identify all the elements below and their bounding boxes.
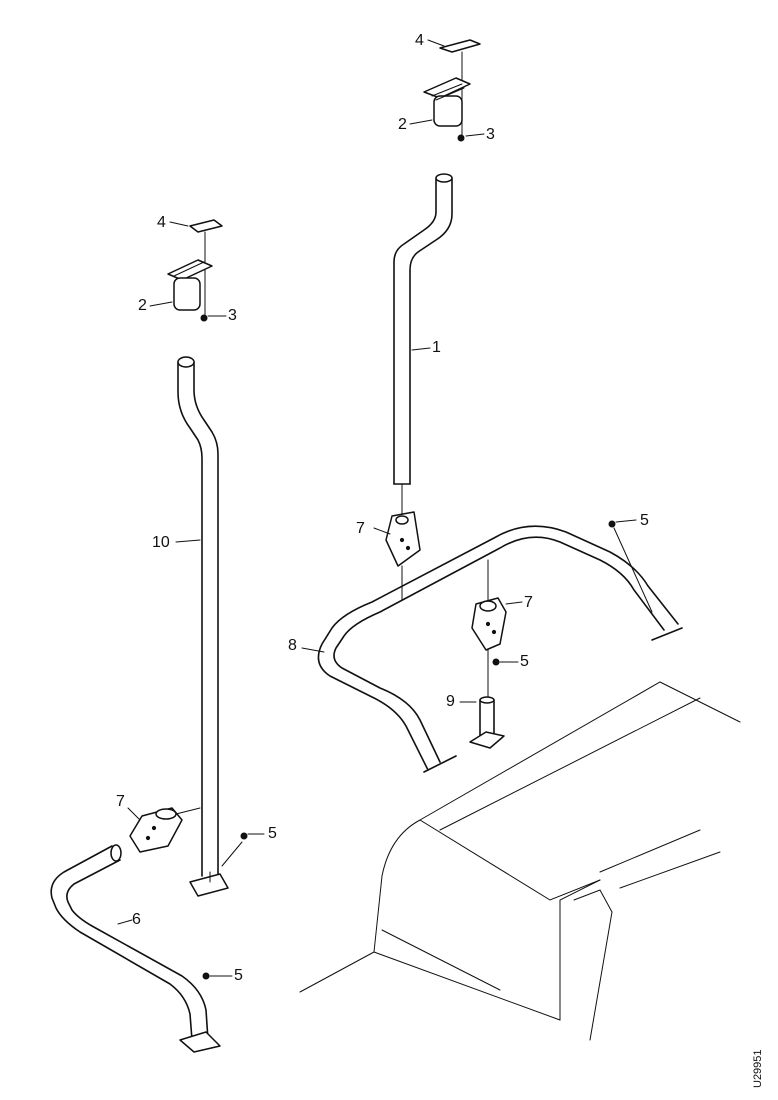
callout-right-top-bracket: 2 (398, 116, 407, 133)
callout-right-upper-bracket: 7 (356, 520, 365, 537)
callout-left-post-bolt: 5 (268, 825, 277, 842)
left-top-bracket (149, 259, 213, 311)
right-top-bolt (457, 133, 485, 142)
right-post-1 (393, 173, 453, 485)
callout-left-post: 10 (152, 534, 170, 551)
right-rail-bolt (608, 519, 653, 613)
left-rail-bolt (202, 972, 233, 980)
callout-right-lower-bolt: 5 (520, 653, 529, 670)
left-top-clamp-plate (169, 219, 223, 233)
figure-id: U29951 (752, 1049, 764, 1088)
right-upper-bracket-7 (373, 511, 421, 567)
callout-left-clamp-plate: 4 (157, 214, 166, 231)
callout-left-rail: 6 (132, 911, 141, 928)
right-lower-bolt (492, 658, 519, 666)
callout-right-foot: 9 (446, 693, 455, 710)
left-top-bolt (200, 314, 227, 322)
left-rail-6 (50, 844, 221, 1053)
right-top-clamp-plate (427, 39, 481, 53)
callout-left-top-bolt: 3 (228, 307, 237, 324)
left-post-10 (175, 356, 229, 897)
callout-right-top-bolt: 3 (486, 126, 495, 143)
callout-right-post: 1 (432, 339, 441, 356)
left-post-bolt (221, 832, 265, 867)
left-bracket-7 (127, 807, 201, 853)
callout-right-clamp-plate: 4 (415, 32, 424, 49)
right-foot-9 (459, 696, 505, 749)
boat-hull-outline (299, 681, 741, 1041)
callout-right-rail: 8 (288, 637, 297, 654)
right-top-bracket (409, 77, 471, 127)
right-lower-bracket-7 (471, 597, 523, 651)
callout-left-bracket: 7 (116, 793, 125, 810)
callout-left-top-bracket: 2 (138, 297, 147, 314)
callout-right-rail-bolt: 5 (640, 512, 649, 529)
callout-right-lower-bracket: 7 (524, 594, 533, 611)
right-rail-8 (301, 525, 683, 773)
callout-left-rail-bolt: 5 (234, 967, 243, 984)
